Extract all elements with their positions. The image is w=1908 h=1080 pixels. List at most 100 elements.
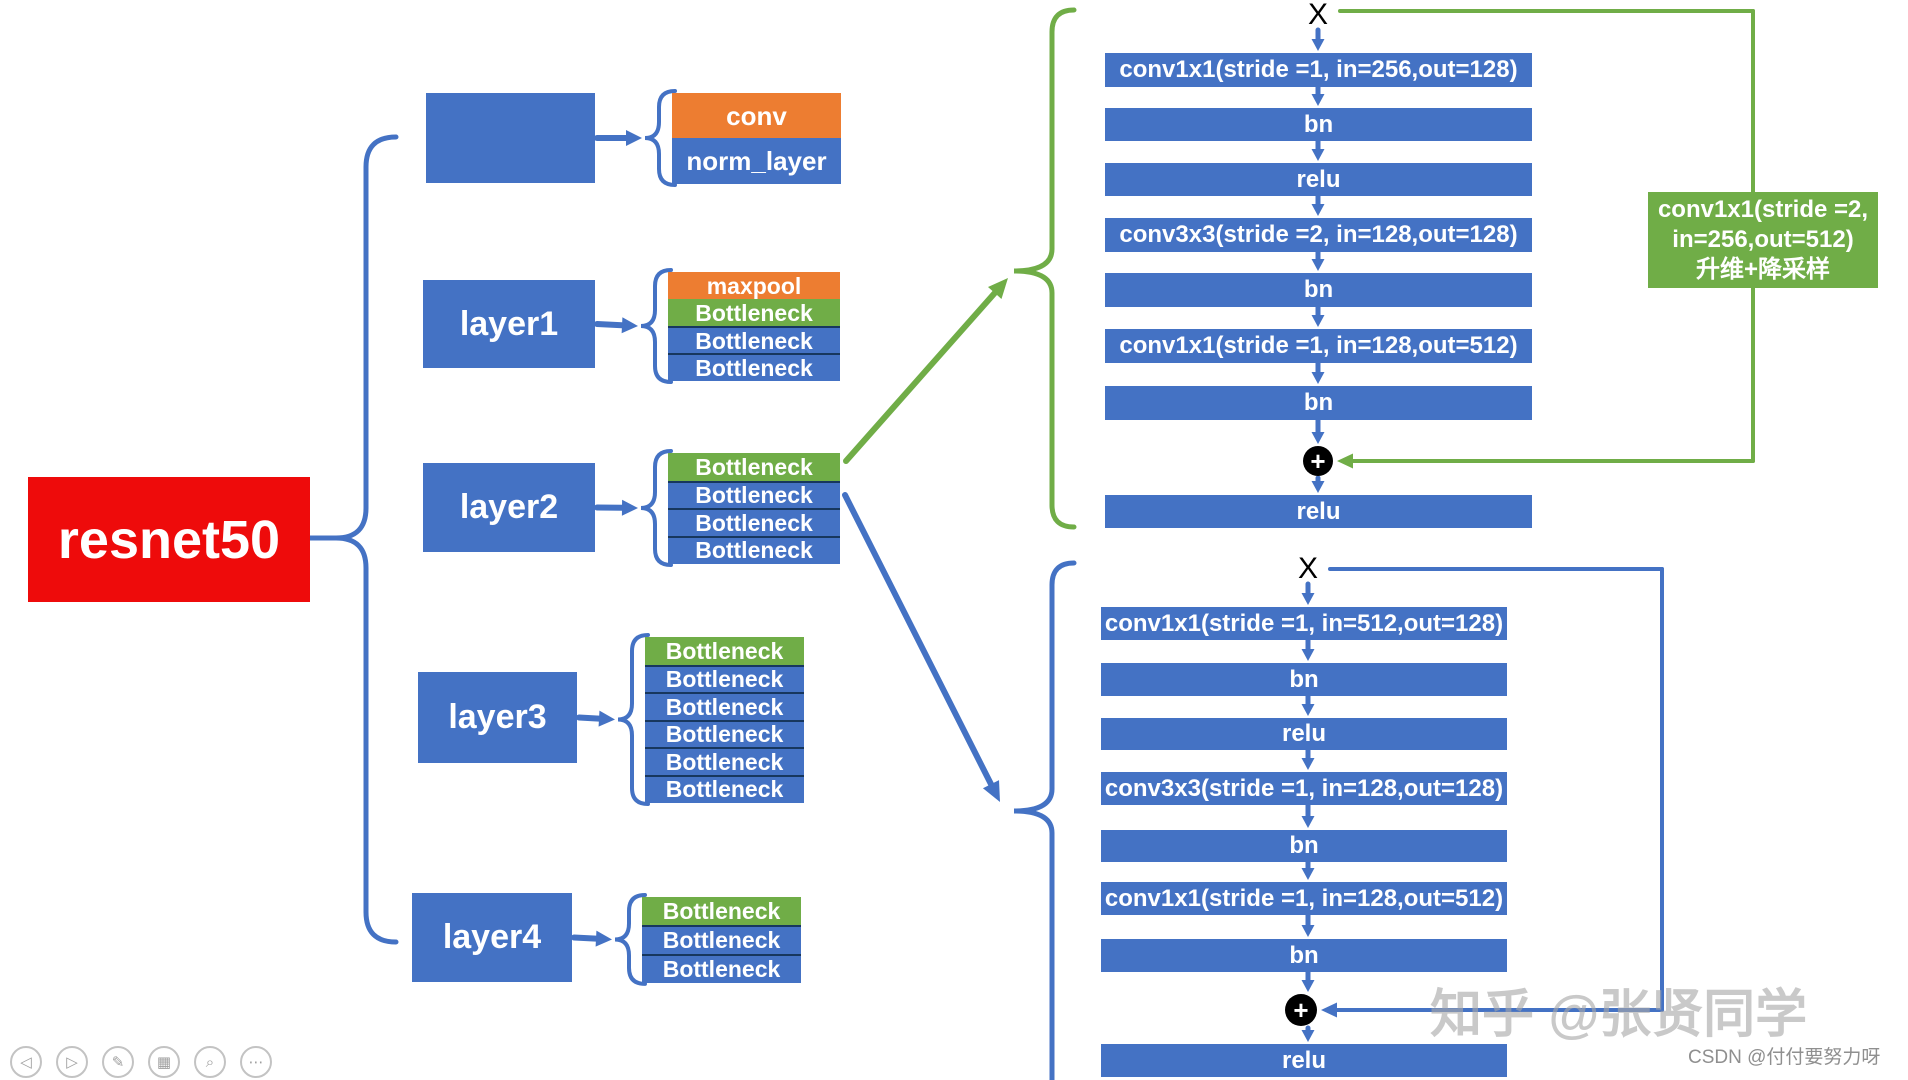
child-node-conv: conv [672,93,841,139]
layer-label: layer2 [459,488,559,526]
layer-brace [640,268,673,384]
layer-arrow [576,714,603,722]
csdn-watermark: CSDN @付付要努力呀 [1688,1047,1881,1068]
child-node-bottleneck: Bottleneck [668,453,840,482]
flow-arrow-head [1301,593,1315,605]
layer-brace [644,89,677,187]
layer-label: layer3 [448,698,547,736]
layer-brace [640,449,673,567]
child-node-bottleneck: Bottleneck [668,535,840,564]
toolbar-button-more[interactable]: ⋯ [240,1046,272,1078]
layer-node-layer1: layer1 [423,280,595,368]
flow-step-5: conv1x1(stride =1, in=128,out=512) [1101,882,1507,915]
layer-arrow-head [621,499,638,516]
flow-step-2: relu [1105,163,1532,196]
shortcut-arrow-head [1337,453,1353,469]
flow-step-0: conv1x1(stride =1, in=512,out=128) [1101,607,1507,640]
flow-step-6: bn [1101,939,1507,972]
toolbar-button-previous[interactable]: ◁ [10,1046,42,1078]
layer-node-layer4: layer4 [412,893,572,982]
flow-step-3: conv3x3(stride =1, in=128,out=128) [1101,772,1507,805]
flow-arrow-head [1311,432,1325,444]
child-node-bottleneck: Bottleneck [645,747,804,776]
flow-arrow-head [1311,481,1325,493]
input-x-label: X [1307,0,1328,31]
layer-label: layer4 [442,918,542,956]
flow-output: relu [1101,1044,1507,1077]
layer-arrow [571,934,600,942]
child-node-bottleneck: Bottleneck [668,299,840,327]
toolbar-button-zoom[interactable]: ⌕ [194,1046,226,1078]
child-node-bottleneck: Bottleneck [668,326,840,354]
flow-arrow-head [1301,816,1315,828]
flow-arrow-head [1311,94,1325,106]
merge-plus: + [1285,994,1317,1026]
next-icon: ▷ [66,1054,78,1071]
child-node-bottleneck: Bottleneck [645,664,804,693]
flow-step-6: bn [1105,386,1532,420]
flow-arrow-head [1301,758,1315,770]
previous-icon: ◁ [20,1054,32,1071]
zhihu-watermark: 知乎 @张贤同学 [1430,986,1808,1044]
layer-node-layer2: layer2 [423,463,595,552]
child-node-bottleneck: Bottleneck [668,480,840,509]
child-node-bottleneck: Bottleneck [642,897,801,927]
flow-step-4: bn [1101,830,1507,862]
expand-arrow-identity-head [982,780,1000,802]
downsample_block-brace [1013,7,1077,530]
flow-arrow-head [1301,925,1315,937]
child-node-bottleneck: Bottleneck [645,637,804,666]
child-node-bottleneck: Bottleneck [668,353,840,381]
layer-arrow-head [598,710,615,727]
flow-output: relu [1105,495,1532,528]
layer-arrow-head [621,317,638,334]
presenter-toolbar: ◁ ▷ ✎ ▦ ⌕ ⋯ [10,1046,272,1078]
toolbar-button-slides[interactable]: ▦ [148,1046,180,1078]
more-icon: ⋯ [248,1054,264,1071]
flow-step-2: relu [1101,718,1507,750]
child-node-bottleneck: Bottleneck [642,925,801,955]
pen-icon: ✎ [111,1054,125,1071]
flow-step-5: conv1x1(stride =1, in=128,out=512) [1105,329,1532,363]
identity_block-brace [1013,560,1077,1080]
slides-icon: ▦ [156,1054,172,1071]
child-node-bottleneck: Bottleneck [645,774,804,803]
shortcut-line-3: 升维+降采样 [1695,256,1830,283]
child-node-bottleneck: Bottleneck [642,953,801,983]
expand-arrow-downsample [843,289,998,464]
flow-arrow-head [1301,649,1315,661]
flow-arrow-head [1301,980,1315,992]
flow-arrow-head [1311,39,1325,51]
shortcut-line-1: conv1x1(stride =2, [1657,196,1869,223]
child-node-norm_layer: norm_layer [672,138,841,184]
expand-arrow-identity [842,492,994,788]
toolbar-button-next[interactable]: ▷ [56,1046,88,1078]
stem-node [426,93,595,183]
flow-step-0: conv1x1(stride =1, in=256,out=128) [1105,53,1532,87]
flow-arrow-head [1311,315,1325,327]
expand-arrow-downsample-head [988,278,1008,299]
flow-arrow-head [1311,149,1325,161]
layer-brace [617,633,650,806]
flow-arrow-head [1311,204,1325,216]
merge-plus: + [1303,446,1333,476]
layer-label: layer1 [459,304,559,343]
child-node-bottleneck: Bottleneck [645,692,804,721]
flow-arrow-head [1311,259,1325,271]
zoom-icon: ⌕ [205,1053,215,1071]
shortcut-arrow-head [1321,1002,1337,1018]
flow-step-1: bn [1101,663,1507,696]
root-label: resnet50 [57,509,281,570]
flow-step-1: bn [1105,108,1532,141]
flow-arrow-head [1311,372,1325,384]
flow-step-3: conv3x3(stride =2, in=128,out=128) [1105,218,1532,252]
root-brace [335,134,399,945]
layer-arrow-head [626,130,642,146]
flow-arrow-head [1301,1030,1315,1042]
child-node-bottleneck: Bottleneck [645,719,804,748]
downsample-shortcut-node: conv1x1(stride =2, in=256,out=512) 升维+降采… [1648,192,1878,288]
flow-step-4: bn [1105,273,1532,307]
toolbar-button-pen[interactable]: ✎ [102,1046,134,1078]
